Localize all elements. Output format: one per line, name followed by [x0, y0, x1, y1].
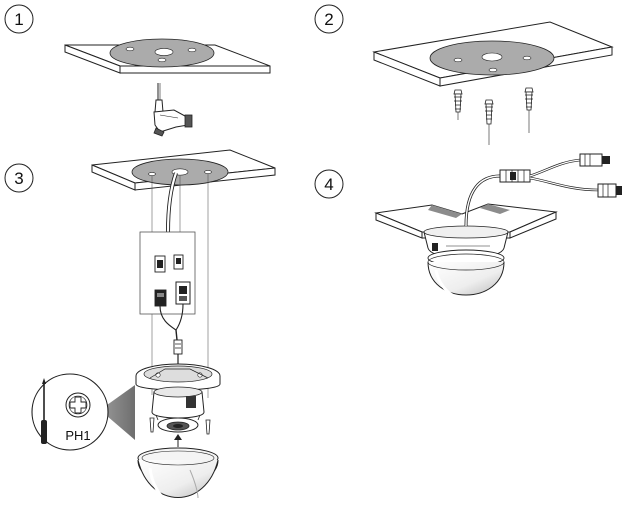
step-4-number: 4: [324, 175, 333, 194]
drill-icon: [153, 83, 193, 137]
tool-size-label: PH1: [65, 428, 90, 443]
step-3-number: 3: [14, 169, 23, 188]
cable-splitter-icon: [499, 169, 531, 183]
step-2: 2: [314, 4, 614, 145]
mounting-screws: [149, 417, 211, 435]
up-arrow-icon: [174, 434, 182, 447]
step-2-badge: 2: [314, 4, 344, 34]
camera-pigtail-cable: [464, 153, 622, 227]
power-plug-icon: [154, 289, 167, 307]
dome-cover: [137, 447, 219, 502]
power-connector-icon: [154, 255, 166, 273]
screwdriver-icon: [41, 378, 47, 444]
step-4: 4: [314, 153, 622, 298]
phillips-screw-icon: [65, 392, 91, 418]
wall-anchor-middle: [484, 99, 494, 145]
wall-anchor-left: [453, 89, 463, 120]
ceiling-panel-1: [64, 38, 271, 74]
network-connector-icon: [173, 254, 184, 270]
connector-inset: [139, 231, 196, 331]
installed-camera: [423, 225, 509, 298]
step-1: 1: [4, 4, 271, 137]
screwdriver-callout: PH1: [31, 373, 135, 451]
network-jack-icon: [579, 153, 610, 167]
wall-anchor-right: [524, 87, 534, 133]
step-4-badge: 4: [314, 169, 344, 199]
ceiling-panel-3: [91, 149, 276, 191]
step-2-number: 2: [324, 10, 333, 29]
network-plug-icon: [175, 281, 191, 305]
step-3: 3: [4, 149, 276, 502]
camera-module: [151, 386, 205, 433]
step-1-number: 1: [14, 10, 23, 29]
ceiling-panel-2: [372, 21, 614, 87]
camera-base: [135, 363, 221, 391]
power-jack-icon: [597, 183, 622, 198]
step-1-badge: 1: [4, 4, 34, 34]
step-3-badge: 3: [4, 163, 34, 193]
